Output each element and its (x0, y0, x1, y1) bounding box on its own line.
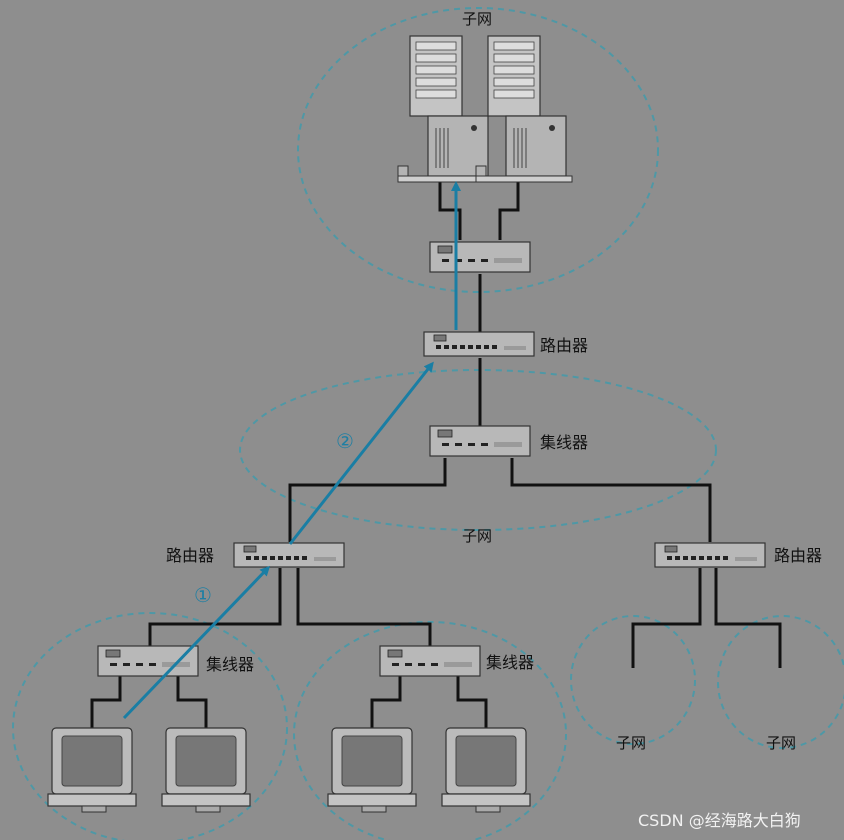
server-1 (397, 35, 495, 183)
subnet-bottom-left (12, 612, 288, 840)
computer-3 (327, 727, 417, 813)
label-hub-bottom-center: 集线器 (486, 653, 534, 672)
computer-4 (441, 727, 531, 813)
label-router-left: 路由器 (166, 546, 214, 565)
subnet-bottom-right-1 (570, 615, 696, 745)
label-subnet-bottom-right-1: 子网 (616, 734, 646, 752)
hub-middle (429, 425, 531, 457)
label-subnet-middle: 子网 (462, 527, 492, 545)
route-arrows (122, 181, 461, 720)
label-subnet-bottom-right-2: 子网 (766, 734, 796, 752)
router-left (233, 542, 345, 568)
computer-1 (47, 727, 137, 813)
subnet-bottom-center (293, 621, 567, 840)
subnet-bottom-right-2 (717, 615, 844, 749)
router-right (654, 542, 766, 568)
router-top (423, 331, 535, 357)
hub-bottom-left (97, 645, 199, 677)
network-cables (90, 178, 782, 728)
subnet-boundaries (12, 7, 844, 840)
label-hub-middle: 集线器 (540, 433, 588, 452)
hub-top (429, 241, 531, 273)
step-label-1: ① (194, 583, 212, 607)
watermark: CSDN @经海路大白狗 (638, 811, 801, 830)
route-arrow-step-2 (288, 361, 434, 545)
server-2 (475, 35, 573, 183)
subnet-middle (239, 369, 717, 531)
label-router-right: 路由器 (774, 546, 822, 565)
route-arrow-step-1 (122, 565, 271, 720)
label-hub-bottom-left: 集线器 (206, 655, 254, 674)
label-router-top: 路由器 (540, 336, 588, 355)
hub-bottom-center (379, 645, 481, 677)
step-label-2: ② (336, 429, 354, 453)
computer-2 (161, 727, 251, 813)
subnet-top (297, 7, 659, 293)
label-subnet-top: 子网 (462, 10, 492, 28)
